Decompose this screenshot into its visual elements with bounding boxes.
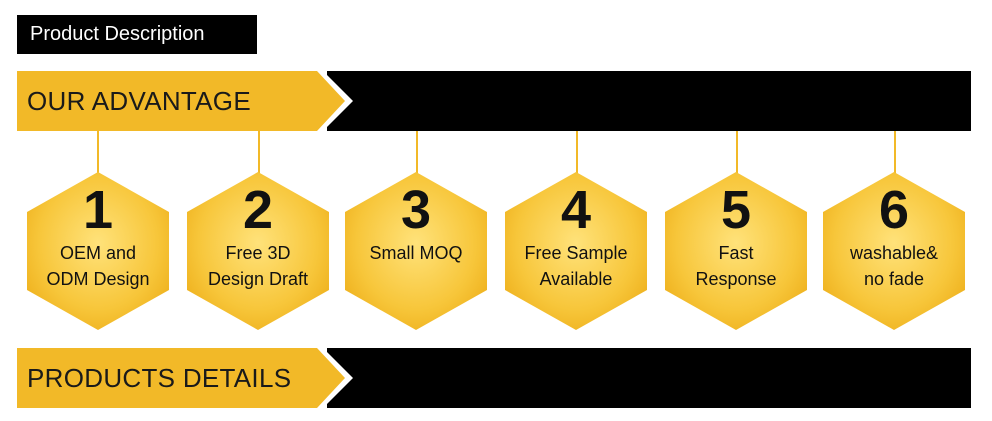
- products-details-title: PRODUCTS DETAILS: [27, 363, 292, 393]
- advantage-number: 6: [878, 180, 910, 240]
- advantage-hexagon-3: 3 Small MOQ: [343, 170, 489, 332]
- advantage-number: 2: [242, 180, 274, 240]
- product-description-label: Product Description: [30, 23, 205, 45]
- our-advantage-banner: OUR ADVANTAGE: [17, 71, 971, 131]
- our-advantage-title: OUR ADVANTAGE: [27, 86, 251, 116]
- advantage-number: 1: [82, 180, 114, 240]
- banner-arrow-shape: [17, 71, 353, 131]
- advantage-hexagon-6: 6 washable& no fade: [821, 170, 967, 332]
- advantage-hexagon-5: 5 Fast Response: [663, 170, 809, 332]
- advantage-number: 5: [720, 180, 752, 240]
- banner-black-bar: [327, 348, 971, 408]
- advantage-caption: OEM and ODM Design: [46, 243, 150, 289]
- advantage-caption: Free 3D Design Draft: [207, 243, 309, 289]
- product-description-tag: Product Description: [17, 15, 257, 54]
- products-details-banner: PRODUCTS DETAILS: [17, 348, 971, 408]
- advantage-caption: Fast Response: [695, 243, 777, 289]
- advantage-number: 4: [560, 180, 592, 240]
- advantage-caption: Free Sample Available: [524, 243, 628, 289]
- banner-arrow-shape: [17, 348, 353, 408]
- connector-line-6: [894, 131, 896, 175]
- advantage-number: 3: [400, 180, 432, 240]
- connector-line-2: [258, 131, 260, 175]
- connector-line-5: [736, 131, 738, 175]
- connector-line-1: [97, 131, 99, 175]
- advantage-hexagon-2: 2 Free 3D Design Draft: [185, 170, 331, 332]
- advantage-caption: Small MOQ: [369, 243, 463, 263]
- connector-line-4: [576, 131, 578, 175]
- advantage-hexagon-4: 4 Free Sample Available: [503, 170, 649, 332]
- connector-line-3: [416, 131, 418, 175]
- advantage-hexagon-1: 1 OEM and ODM Design: [25, 170, 171, 332]
- advantage-caption: washable& no fade: [849, 243, 939, 289]
- banner-black-bar: [327, 71, 971, 131]
